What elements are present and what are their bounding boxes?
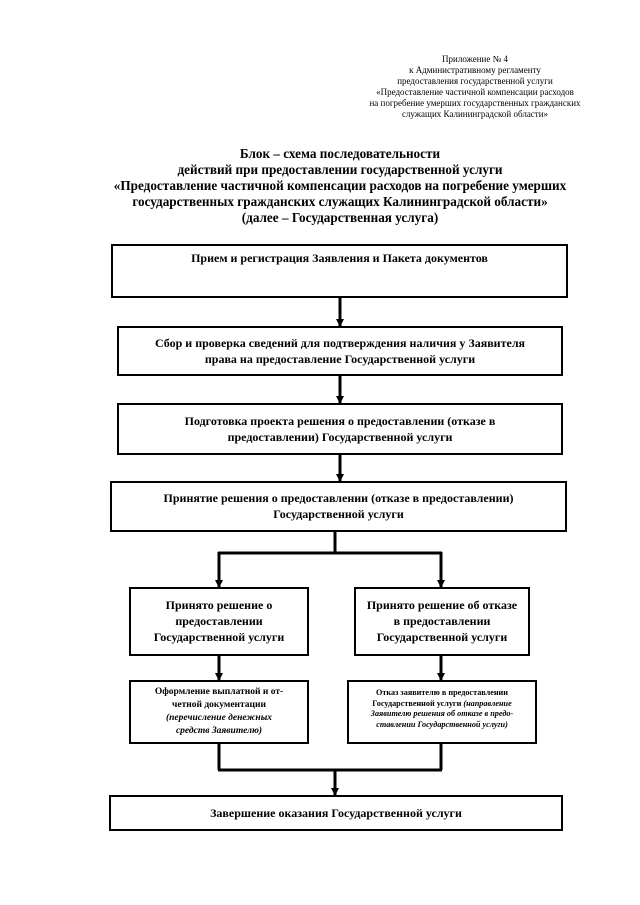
step-text: Отказ заявителю в предоставлении: [376, 688, 508, 697]
step-text: Подготовка проекта решения о предоставле…: [184, 414, 496, 428]
step-note: средств Заявителю): [175, 726, 263, 736]
step-text: Государственной услуги: [372, 698, 464, 708]
title-line: действий при предоставлении государствен…: [177, 162, 503, 177]
step-refusal-notice: Отказ заявителю в предоставлении Государ…: [347, 680, 537, 744]
appendix-line: к Административному регламенту: [409, 65, 541, 75]
step-text: предоставлении) Государственной услуги: [227, 430, 453, 444]
step-text: права на предоставление Государственной …: [204, 352, 476, 366]
step-text: Оформление выплатной и от-: [154, 687, 284, 697]
step-reception: Прием и регистрация Заявления и Пакета д…: [111, 244, 568, 298]
step-note: (направление: [463, 698, 512, 708]
title-line: государственных гражданских служащих Кал…: [132, 194, 548, 209]
step-draft: Подготовка проекта решения о предоставле…: [117, 403, 563, 455]
step-text: Принятие решения о предоставлении (отказ…: [163, 491, 514, 505]
step-text: Принято решение о: [165, 598, 273, 612]
title-line: (далее – Государственная услуга): [241, 210, 439, 225]
appendix-header: Приложение № 4 к Административному регла…: [340, 54, 610, 120]
step-text: Государственной услуги: [153, 630, 285, 644]
step-completion: Завершение оказания Государственной услу…: [109, 795, 563, 831]
step-payment-docs: Оформление выплатной и от- четной докуме…: [129, 680, 309, 744]
step-text: предоставлении: [175, 614, 263, 628]
step-text-mixed: Государственной услуги (направление: [349, 699, 535, 710]
title-line: «Предоставление частичной компенсации ра…: [113, 178, 567, 193]
step-text: Государственной услуги: [273, 507, 404, 521]
step-text: Завершение оказания Государственной услу…: [210, 806, 462, 820]
step-verification: Сбор и проверка сведений для подтвержден…: [117, 326, 563, 376]
title-line: Блок – схема последовательности: [239, 146, 441, 161]
step-note: Заявителю решения об отказе в предо-: [370, 709, 514, 718]
step-text: Прием и регистрация Заявления и Пакета д…: [191, 251, 488, 265]
step-note: ставлении Государственной услуги): [376, 719, 508, 729]
appendix-line: служащих Калининградской области»: [401, 109, 549, 119]
step-text: Государственной услуги: [376, 630, 508, 644]
appendix-line: на погребение умерших государственных гр…: [369, 98, 581, 108]
appendix-line: предоставления государственной услуги: [397, 76, 553, 86]
appendix-line: Приложение № 4: [442, 54, 508, 64]
step-approved: Принято решение о предоставлении Государ…: [129, 587, 309, 656]
step-text: в предоставлении: [393, 614, 491, 628]
step-text: Сбор и проверка сведений для подтвержден…: [154, 336, 526, 350]
step-text: четной документации: [172, 700, 266, 710]
step-note: (перечисление денежных: [165, 713, 273, 723]
step-text: Принято решение об отказе: [366, 598, 518, 612]
diagram-title: Блок – схема последовательности действий…: [60, 146, 620, 226]
step-decision: Принятие решения о предоставлении (отказ…: [110, 481, 567, 532]
appendix-line: «Предоставление частичной компенсации ра…: [376, 87, 574, 97]
step-refused: Принято решение об отказе в предоставлен…: [354, 587, 530, 656]
